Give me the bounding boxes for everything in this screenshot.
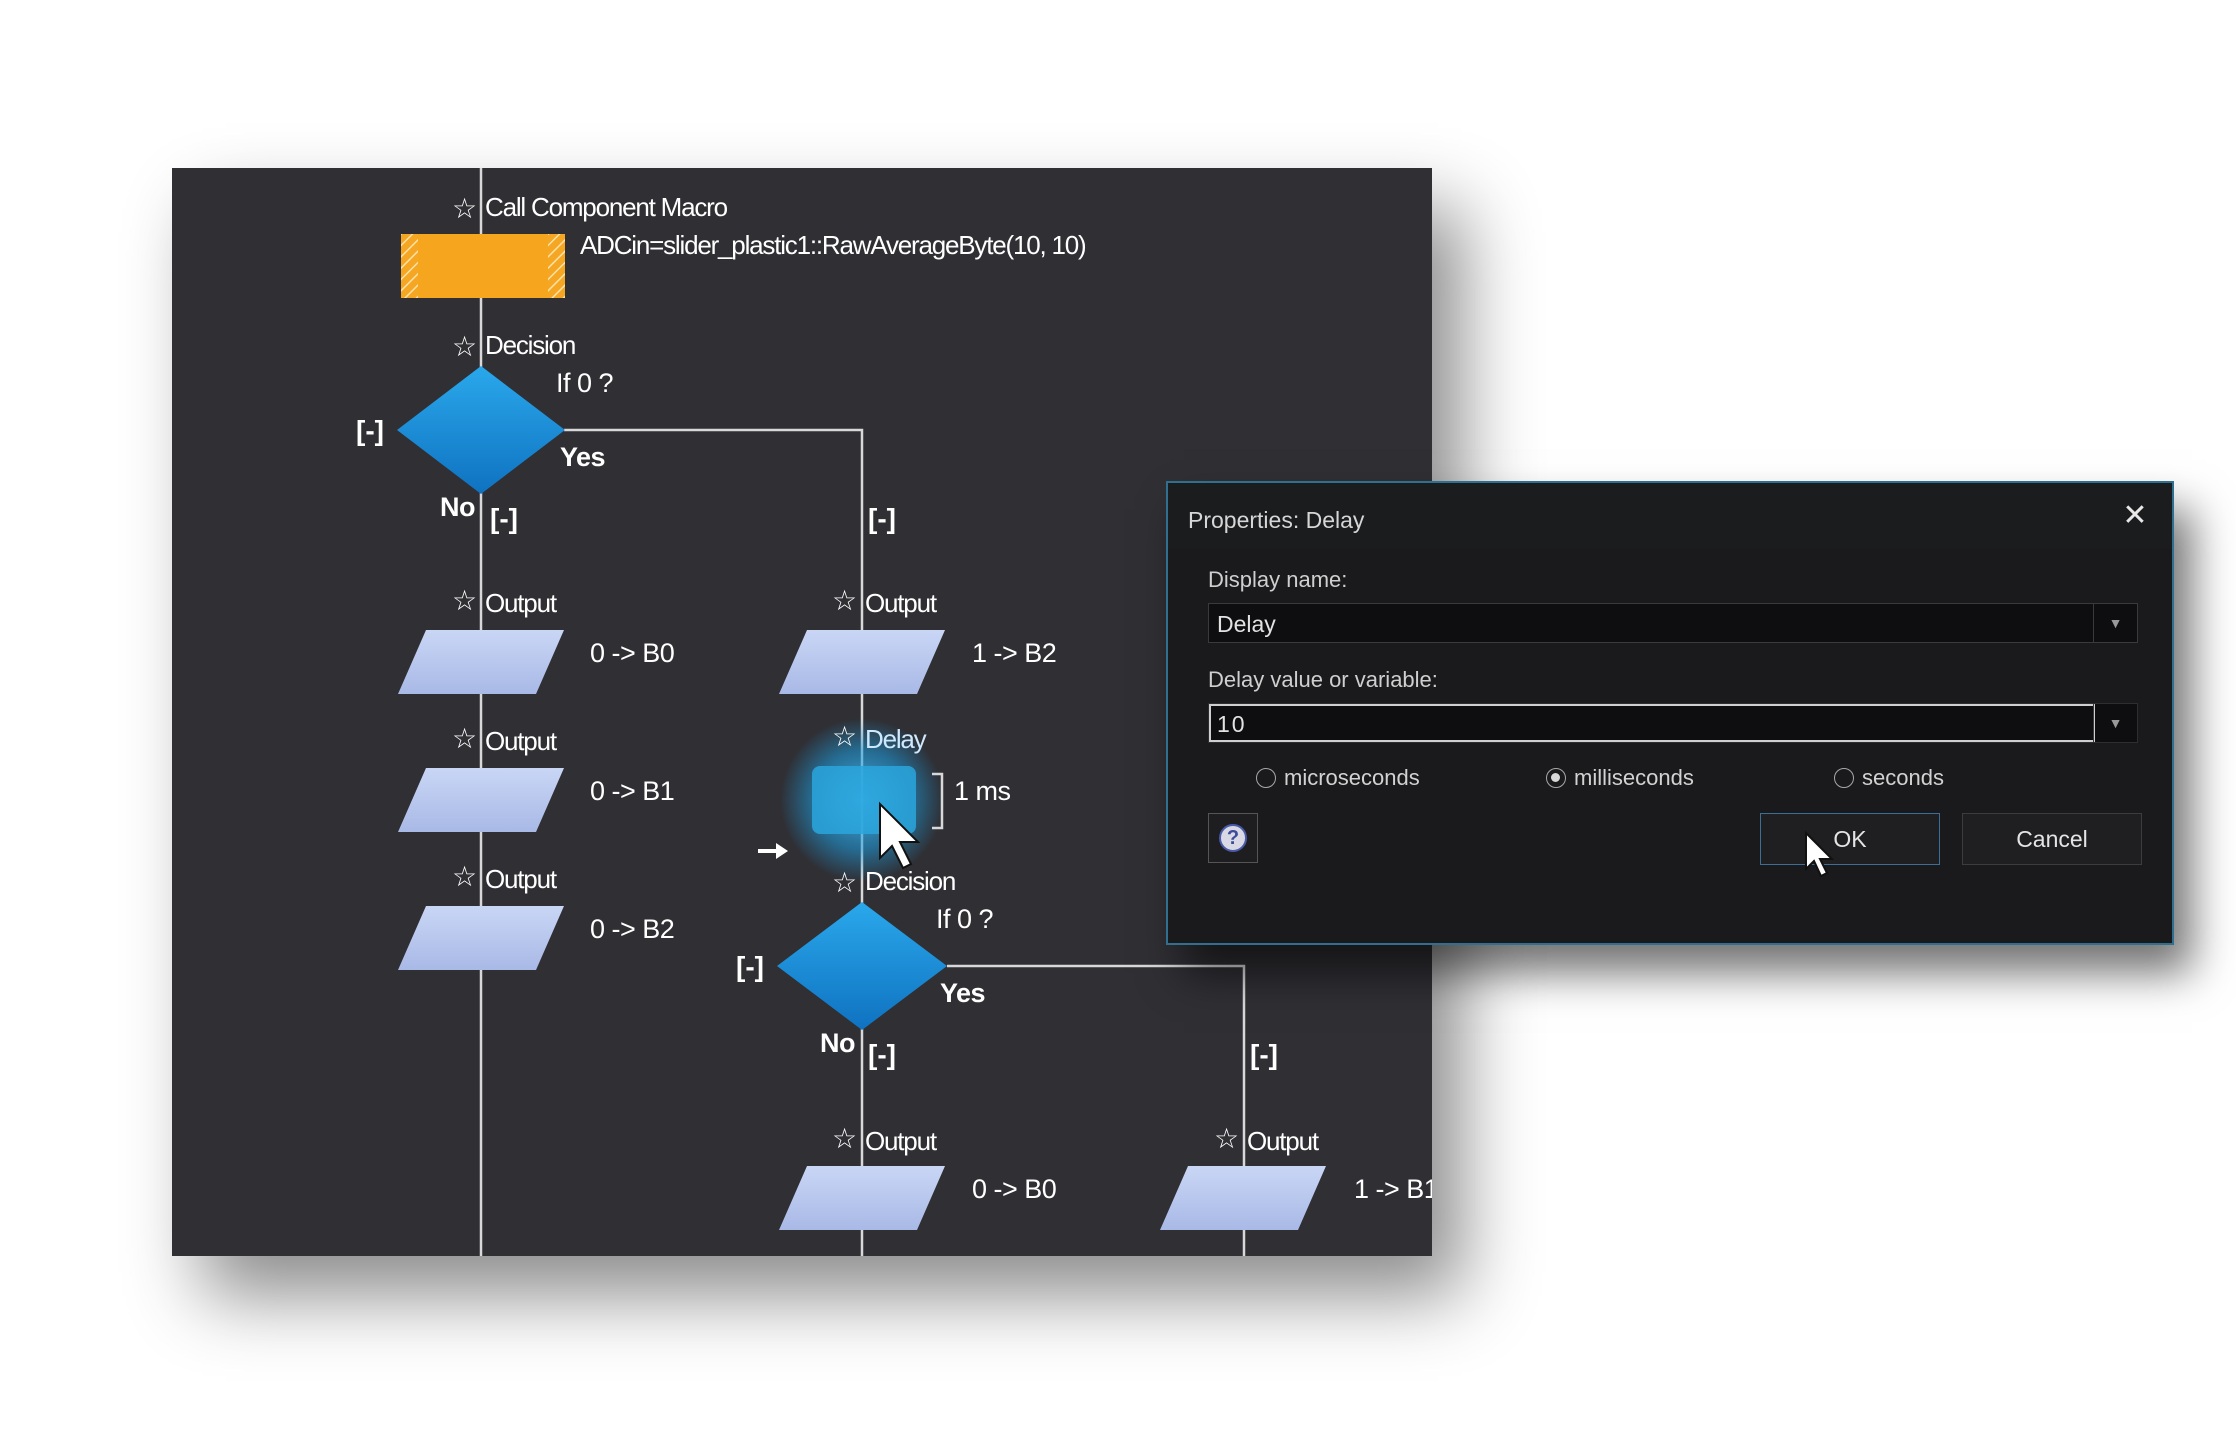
output-parallelogram[interactable]: [1160, 1166, 1326, 1230]
decision1-title: Decision: [485, 330, 575, 360]
output-detail: 0 -> B2: [590, 914, 674, 944]
delay-detail: 1 ms: [954, 776, 1011, 806]
collapse-marker[interactable]: [-]: [490, 503, 518, 534]
radio-label: seconds: [1862, 765, 1944, 790]
decision1-diamond[interactable]: [397, 366, 565, 494]
output-parallelogram[interactable]: [398, 630, 564, 694]
star-icon: ☆: [832, 867, 857, 898]
display-name-value: Delay: [1217, 611, 1276, 637]
star-icon: ☆: [452, 723, 477, 754]
radio-seconds[interactable]: seconds: [1834, 765, 1944, 791]
collapse-marker[interactable]: [-]: [356, 415, 384, 446]
decision2-yes-label: Yes: [940, 978, 985, 1008]
decision1-yes-label: Yes: [560, 442, 605, 472]
collapse-marker[interactable]: [-]: [736, 951, 764, 982]
collapse-marker[interactable]: [-]: [1250, 1039, 1278, 1070]
output-detail: 0 -> B0: [590, 638, 674, 668]
call-macro-detail: ADCin=slider_plastic1::RawAverageByte(10…: [580, 230, 1086, 260]
delay-block[interactable]: ☆ Delay 1 ms: [780, 718, 1011, 882]
mouse-cursor-icon: [879, 801, 921, 870]
properties-dialog[interactable]: Properties: Delay ✕ Display name: Delay …: [1166, 481, 2174, 945]
output-detail: 1 -> B2: [972, 638, 1056, 668]
output-parallelogram[interactable]: [398, 768, 564, 832]
left-output-0[interactable]: ☆ Output 0 -> B0: [398, 585, 675, 694]
output-title: Output: [485, 588, 558, 618]
left-output-2[interactable]: ☆ Output 0 -> B2: [398, 861, 675, 970]
output-parallelogram[interactable]: [398, 906, 564, 970]
delay-title: Delay: [865, 724, 927, 754]
call-macro-title: Call Component Macro: [485, 192, 728, 222]
display-name-label: Display name:: [1208, 567, 1348, 592]
cancel-button[interactable]: Cancel: [1962, 813, 2142, 865]
call-macro-block[interactable]: [401, 234, 565, 298]
star-icon: ☆: [452, 193, 477, 224]
delay-value-label: Delay value or variable:: [1208, 667, 1438, 692]
output-detail: 0 -> B1: [590, 776, 674, 806]
flowchart-diagram: ☆ Call Component Macro ADCin=slider_plas…: [356, 168, 1432, 1256]
radio-button[interactable]: [1256, 768, 1276, 788]
right-output[interactable]: ☆ Output 1 -> B2: [779, 585, 1057, 694]
connector-lines: [479, 168, 1246, 1256]
bottom-output-1[interactable]: ☆ Output 1 -> B1: [1160, 1123, 1432, 1230]
collapse-marker[interactable]: [-]: [868, 503, 896, 534]
star-icon: ☆: [1214, 1123, 1239, 1154]
output-detail: 0 -> B0: [972, 1174, 1056, 1204]
star-icon: ☆: [832, 585, 857, 616]
dialog-body: Display name: Delay ▼ Delay value or var…: [1168, 549, 2172, 943]
decision1-no-label: No: [440, 492, 475, 522]
delay-value-input-box[interactable]: [1209, 704, 2095, 742]
help-button[interactable]: ?: [1208, 813, 1258, 863]
output-title: Output: [865, 588, 938, 618]
output-title: Output: [485, 864, 558, 894]
delay-value-field[interactable]: 10 ▼: [1208, 703, 2138, 743]
mouse-cursor-icon: [1805, 831, 1835, 878]
ok-button[interactable]: OK: [1760, 813, 1940, 865]
decision2-condition: If 0 ?: [936, 904, 994, 934]
bottom-output-0[interactable]: ☆ Output 0 -> B0: [779, 1123, 1057, 1230]
dialog-title: Properties: Delay: [1188, 507, 1365, 533]
help-icon: ?: [1219, 824, 1247, 852]
star-icon: ☆: [832, 1123, 857, 1154]
output-detail: 1 -> B1: [1354, 1174, 1432, 1204]
radio-label: milliseconds: [1574, 765, 1694, 790]
display-name-field[interactable]: Delay ▼: [1208, 603, 2138, 643]
decision1-condition: If 0 ?: [556, 368, 614, 398]
star-icon: ☆: [452, 331, 477, 362]
delay-value: 10: [1217, 711, 1247, 737]
output-title: Output: [865, 1126, 938, 1156]
star-icon: ☆: [832, 721, 857, 752]
star-icon: ☆: [452, 585, 477, 616]
decision2-diamond[interactable]: [777, 902, 947, 1030]
left-output-1[interactable]: ☆ Output 0 -> B1: [398, 723, 675, 832]
radio-button[interactable]: [1546, 768, 1566, 788]
radio-label: microseconds: [1284, 765, 1420, 790]
radio-milliseconds[interactable]: milliseconds: [1546, 765, 1694, 791]
radio-microseconds[interactable]: microseconds: [1256, 765, 1420, 791]
output-title: Output: [485, 726, 558, 756]
radio-button[interactable]: [1834, 768, 1854, 788]
output-parallelogram[interactable]: [779, 1166, 945, 1230]
decision2-no-label: No: [820, 1028, 855, 1058]
collapse-marker[interactable]: [-]: [868, 1039, 896, 1070]
chevron-down-icon[interactable]: ▼: [2093, 704, 2137, 742]
decision2-title: Decision: [865, 866, 955, 896]
output-parallelogram[interactable]: [779, 630, 945, 694]
output-title: Output: [1247, 1126, 1320, 1156]
insert-arrow-icon: [758, 843, 788, 859]
chevron-down-icon[interactable]: ▼: [2093, 604, 2137, 642]
star-icon: ☆: [452, 861, 477, 892]
close-icon[interactable]: ✕: [2122, 499, 2148, 532]
